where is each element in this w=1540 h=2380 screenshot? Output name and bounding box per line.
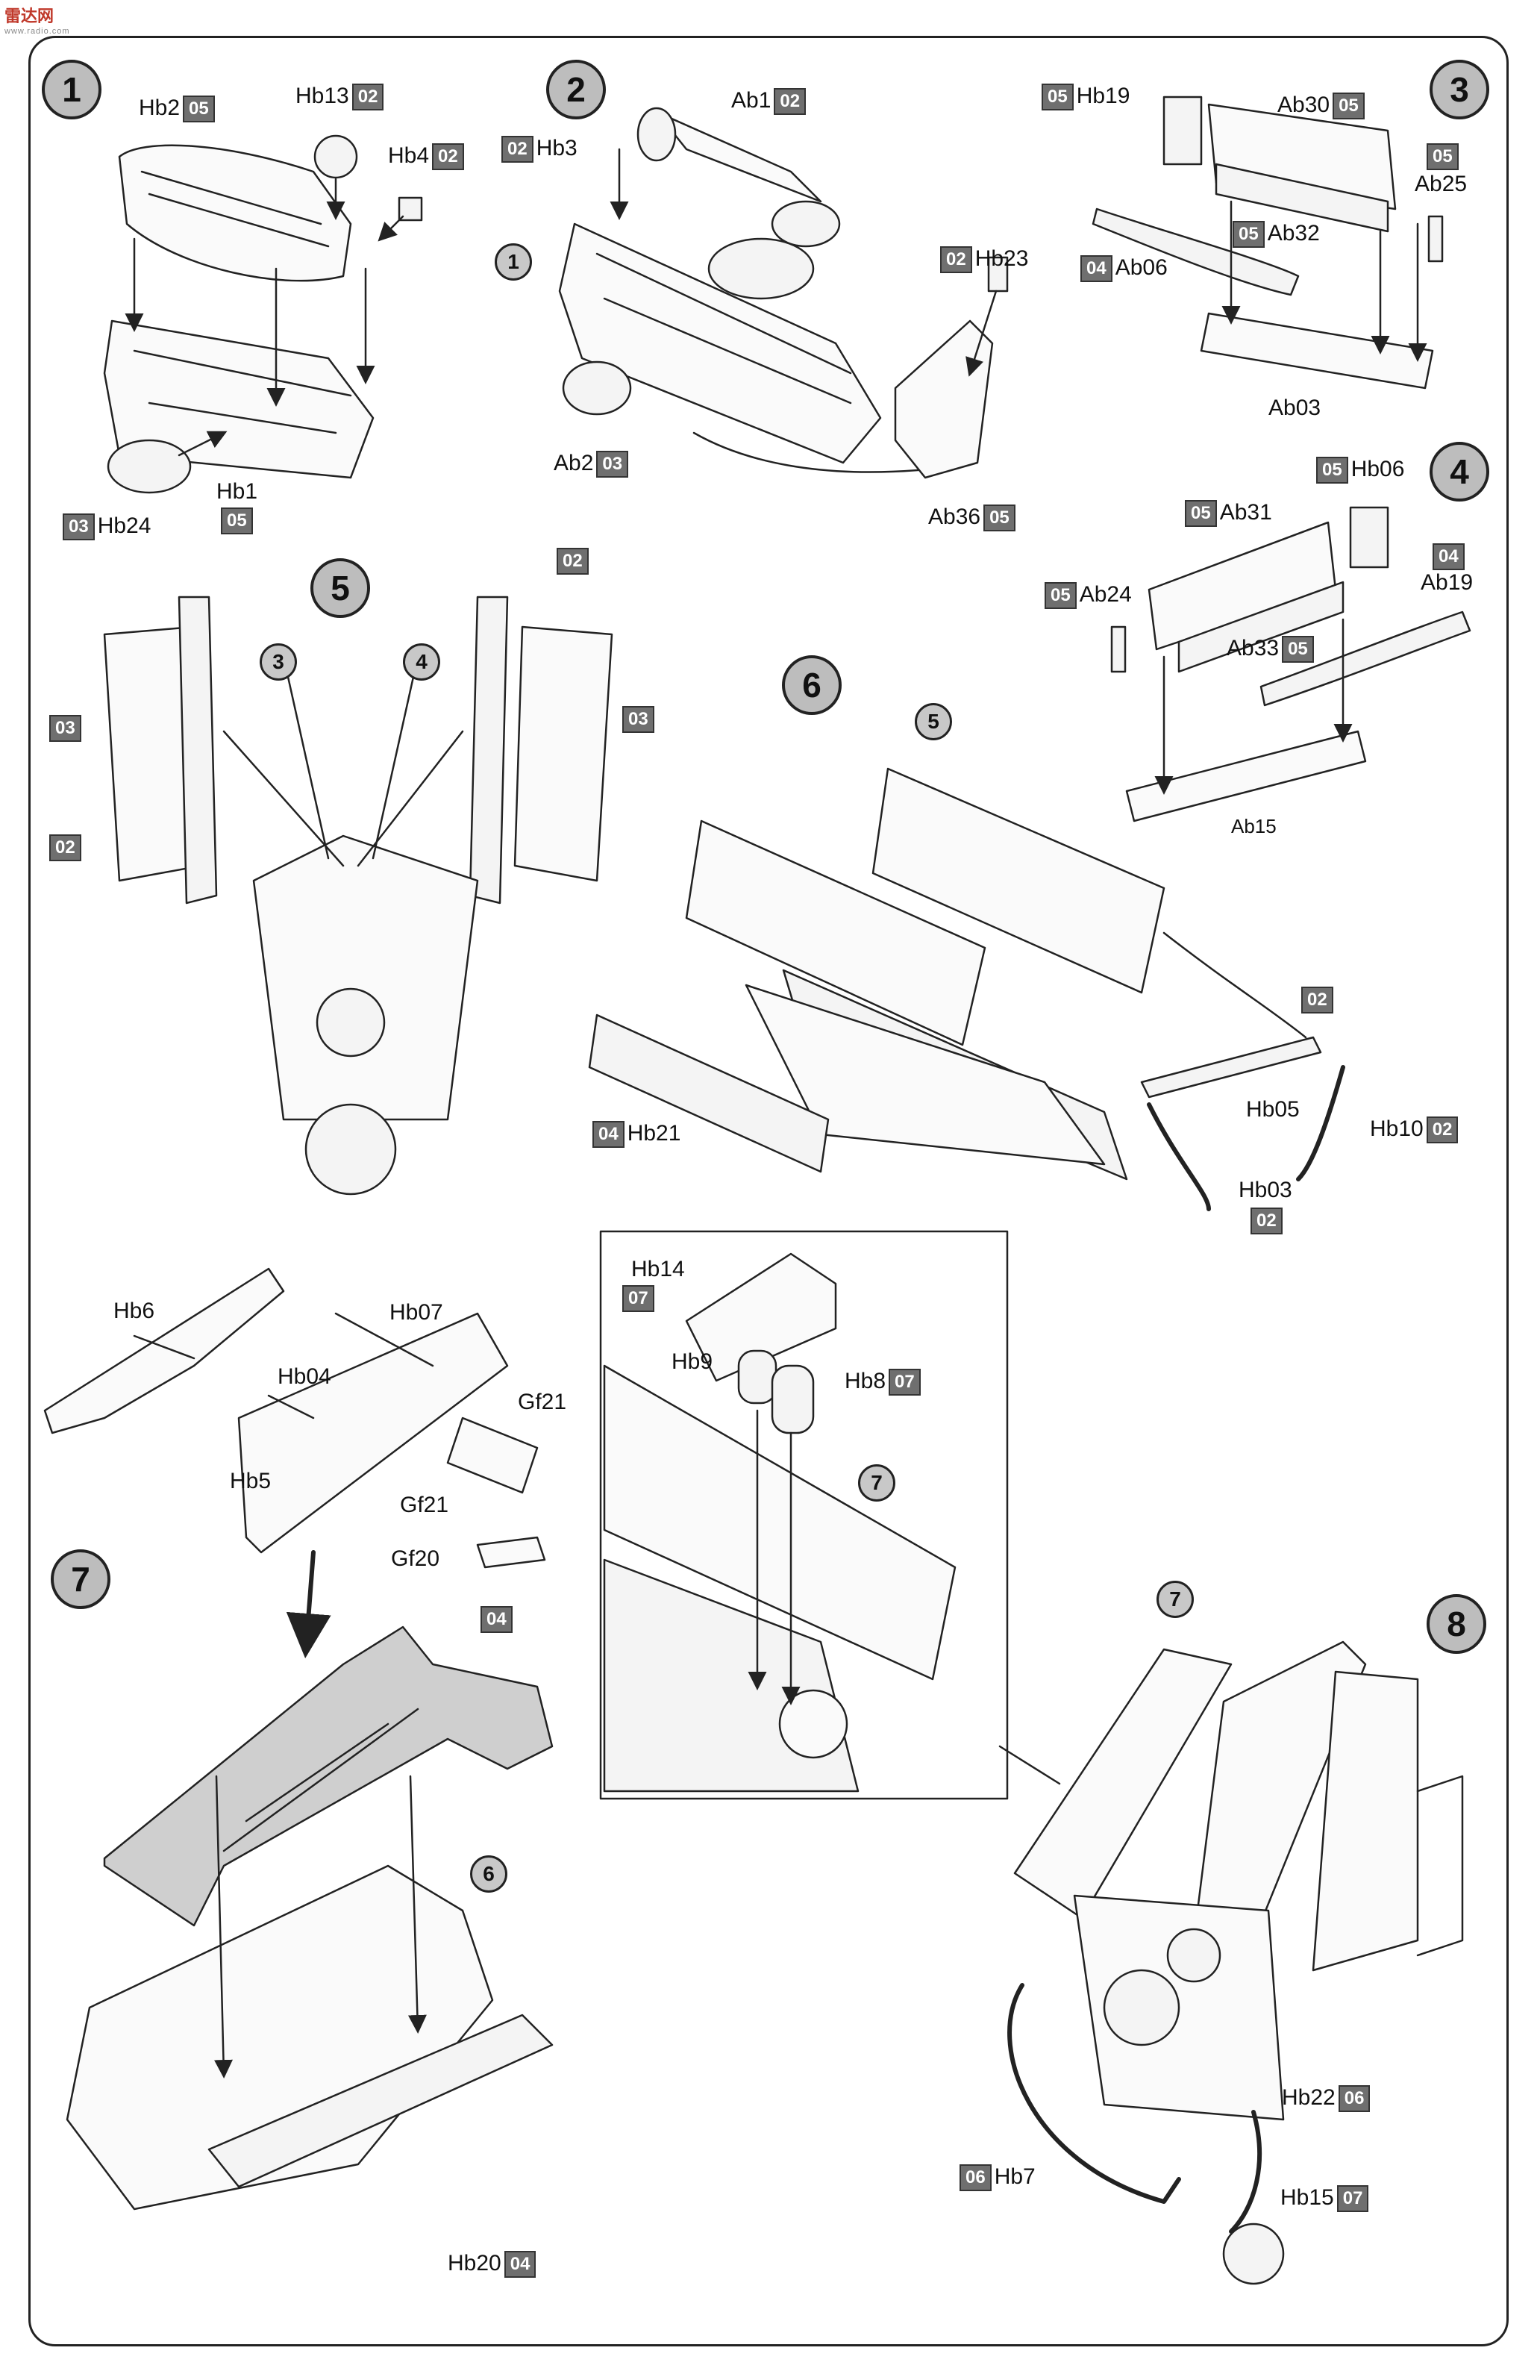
part-label-ab15: Ab15 bbox=[1231, 815, 1277, 837]
subassembly-ref-7-inset: 7 bbox=[858, 1464, 895, 1502]
sprue-badge-02-left: 02 bbox=[46, 834, 84, 862]
part-label-hb05: Hb05 bbox=[1246, 1097, 1300, 1122]
part-label-hb14: Hb14 bbox=[631, 1257, 685, 1281]
part-label-hb6: Hb6 bbox=[113, 1299, 155, 1323]
step-number-6: 6 bbox=[782, 655, 842, 715]
subassembly-ref-7-step8: 7 bbox=[1156, 1581, 1194, 1618]
part-label-hb1: Hb1 bbox=[216, 479, 258, 504]
subassembly-ref-6: 6 bbox=[470, 1855, 507, 1893]
subassembly-ref-4: 4 bbox=[403, 643, 440, 681]
part-label-hb5: Hb5 bbox=[230, 1469, 272, 1493]
instruction-sheet bbox=[28, 36, 1509, 2346]
step-number-7: 7 bbox=[51, 1549, 110, 1609]
part-label-hb1-badge: 05 bbox=[218, 507, 256, 535]
step3-drawing bbox=[1092, 96, 1444, 390]
subassembly-ref-5: 5 bbox=[915, 703, 952, 740]
part-label-ab03: Ab03 bbox=[1268, 396, 1321, 420]
sprue-badge-03-right: 03 bbox=[619, 706, 657, 734]
step7-drawing bbox=[43, 1267, 554, 2211]
inset-drawing bbox=[603, 1252, 957, 1793]
step8-drawing bbox=[1007, 1640, 1464, 2285]
sprue-badge-04-step7: 04 bbox=[478, 1606, 516, 1634]
part-label-hb03-badge: 02 bbox=[1248, 1208, 1286, 1235]
part-label-ab25: Ab25 bbox=[1415, 172, 1468, 196]
step-number-8: 8 bbox=[1427, 1594, 1486, 1654]
part-label-gf21-a: Gf21 bbox=[518, 1390, 567, 1414]
part-label-ab19: Ab19 bbox=[1421, 570, 1474, 595]
part-label-gf20: Gf20 bbox=[391, 1546, 440, 1571]
subassembly-ref-3: 3 bbox=[260, 643, 297, 681]
sprue-badge-03-left: 03 bbox=[46, 715, 84, 743]
step1-drawing bbox=[103, 134, 423, 494]
step-number-1: 1 bbox=[42, 60, 101, 119]
part-label-gf21-b: Gf21 bbox=[400, 1493, 449, 1517]
step-number-5: 5 bbox=[310, 558, 370, 618]
part-label-hb03: Hb03 bbox=[1239, 1178, 1292, 1202]
part-label-hb9: Hb9 bbox=[672, 1349, 713, 1374]
sprue-badge-02-step6: 02 bbox=[1298, 987, 1336, 1014]
sprue-badge-02-top: 02 bbox=[554, 548, 592, 575]
step-number-4: 4 bbox=[1430, 442, 1489, 502]
step5-drawing bbox=[103, 596, 613, 1196]
step6-drawing bbox=[588, 767, 1345, 1211]
step4-drawing bbox=[1110, 506, 1471, 822]
part-label-ab25-badge: 05 bbox=[1424, 143, 1462, 171]
step2-drawing bbox=[558, 107, 1009, 479]
step-number-3: 3 bbox=[1430, 60, 1489, 119]
part-label-hb04: Hb04 bbox=[278, 1364, 331, 1389]
part-label-hb07: Hb07 bbox=[389, 1300, 443, 1325]
step-number-2: 2 bbox=[546, 60, 606, 119]
subassembly-ref-1: 1 bbox=[495, 243, 532, 281]
part-label-ab19-badge: 04 bbox=[1430, 543, 1468, 571]
part-label-hb14-badge: 07 bbox=[619, 1285, 657, 1313]
